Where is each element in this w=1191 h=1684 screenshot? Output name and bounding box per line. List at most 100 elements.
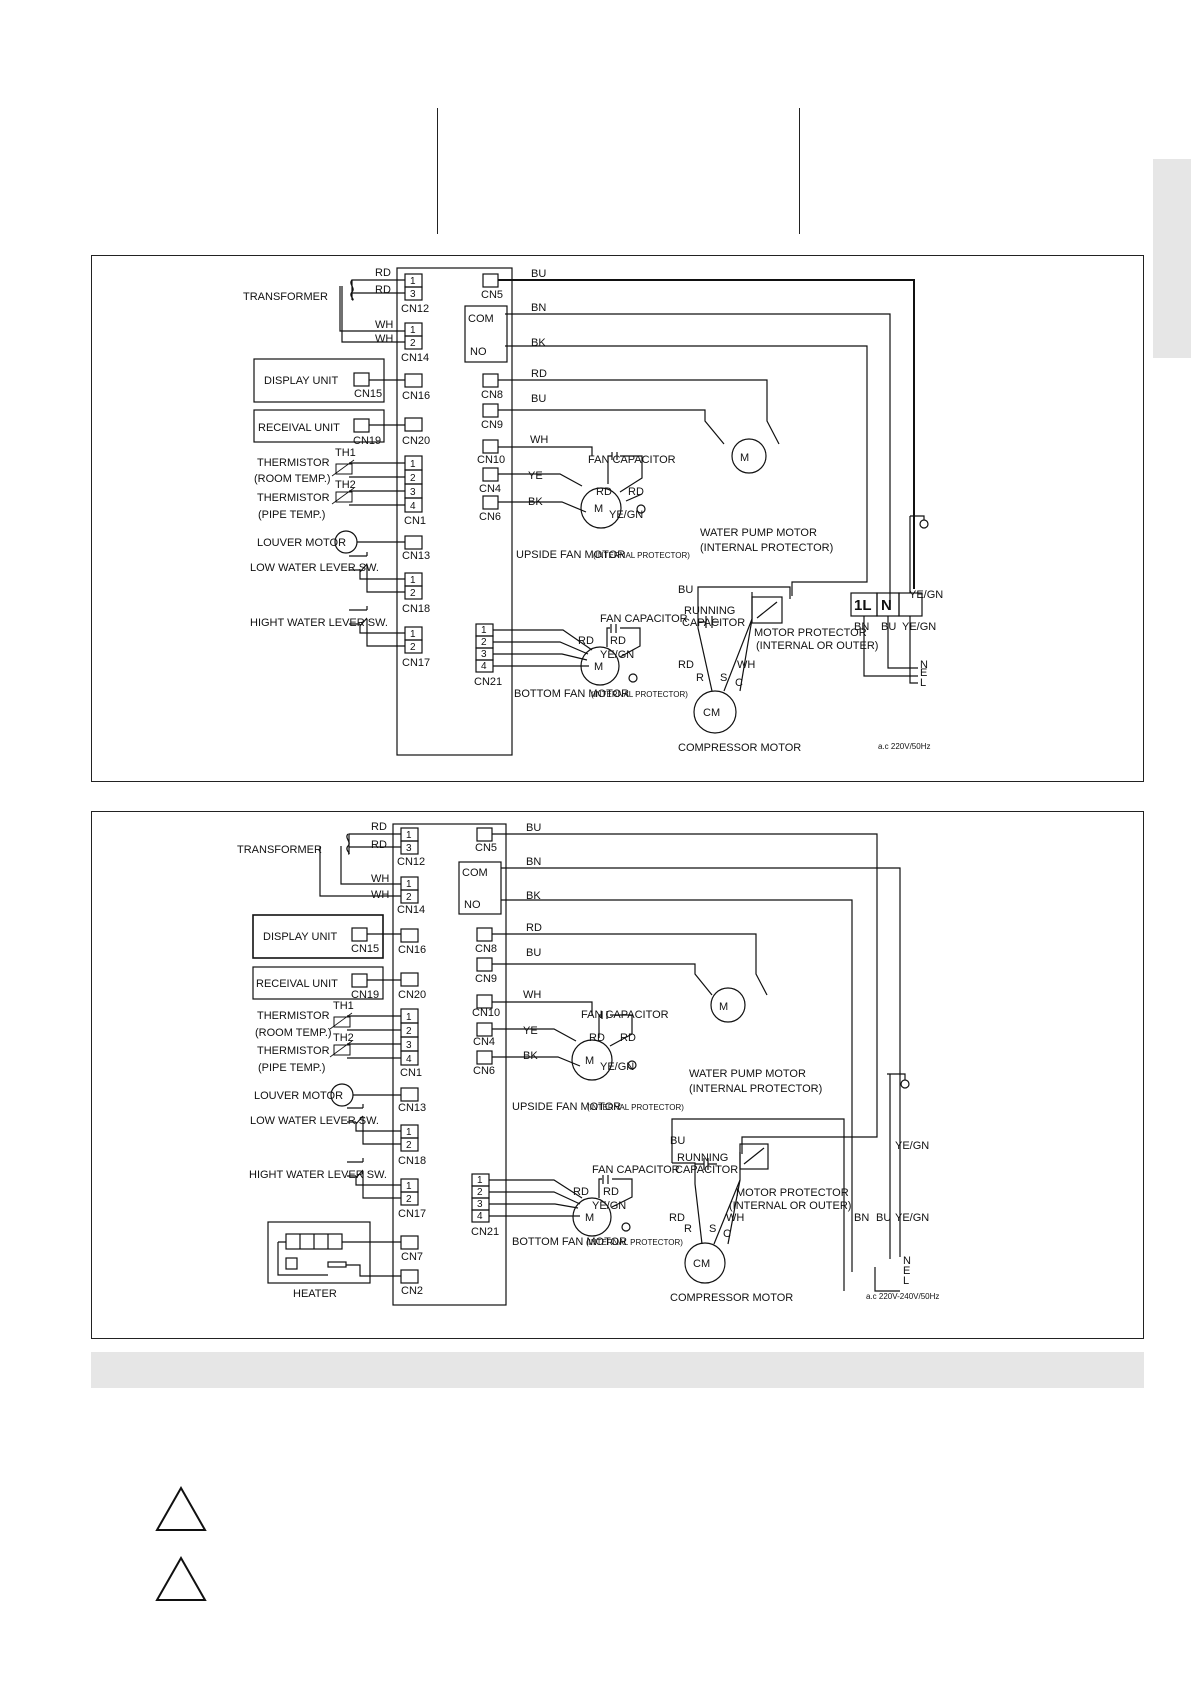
wiring-diagram-1-svg: TRANSFORMER DISPLAY UNIT RECEIVAL UNIT T… (243, 267, 943, 756)
wire-label: YE/GN (592, 1200, 626, 1212)
upside-fan-protector-label: (INTERNAL PROTECTOR) (587, 1103, 684, 1112)
wire-label: BU (678, 584, 693, 596)
wire-label: WH (737, 659, 755, 671)
running-capacitor-label: RUNNING (677, 1152, 728, 1164)
cn8-label: CN8 (481, 389, 503, 401)
water-pump-protector-label: (INTERNAL PROTECTOR) (700, 542, 833, 554)
water-pump-protector-label: (INTERNAL PROTECTOR) (689, 1083, 822, 1095)
cn10-label: CN10 (477, 454, 505, 466)
pin: 1 (406, 830, 412, 841)
compressor-cm: CM (703, 707, 720, 719)
cn2-label: CN2 (401, 1285, 423, 1297)
pin: 3 (410, 289, 416, 300)
wire-label: WH (523, 989, 541, 1001)
pin: 3 (410, 487, 416, 498)
wire-label: WH (530, 434, 548, 446)
cn12-label: CN12 (397, 856, 425, 868)
wiring-diagram-2-svg: TRANSFORMER DISPLAY UNIT RECEIVAL UNIT T… (237, 821, 939, 1306)
section-header-bar (91, 1352, 1144, 1388)
pin: 3 (477, 1199, 483, 1210)
wire-label: YE/GN (600, 1061, 634, 1073)
cn15-label: CN15 (354, 388, 382, 400)
louver-motor-label: LOUVER MOTOR (254, 1090, 343, 1102)
pin: 1 (410, 629, 416, 640)
cn17-label: CN17 (402, 657, 430, 669)
wire-label: WH (375, 319, 393, 331)
pin: 3 (481, 649, 487, 660)
pin: 2 (410, 588, 416, 599)
th2-label: TH2 (335, 479, 356, 491)
water-pump-motor-label: WATER PUMP MOTOR (689, 1068, 806, 1080)
wiring-diagram-2: TRANSFORMER DISPLAY UNIT RECEIVAL UNIT T… (91, 811, 1144, 1339)
wire-label: RD (578, 635, 594, 647)
wire-label: BK (531, 337, 546, 349)
cn14-label: CN14 (401, 352, 429, 364)
transformer-label: TRANSFORMER (237, 844, 322, 856)
wire-label: WH (371, 889, 389, 901)
pin: 3 (406, 843, 412, 854)
wire-label: YE/GN (600, 649, 634, 661)
motor-protector-label: MOTOR PROTECTOR (754, 627, 867, 639)
cn21-label: CN21 (474, 676, 502, 688)
cn1-label: CN1 (400, 1067, 422, 1079)
wire-label: RD (375, 284, 391, 296)
header-divider-left (437, 108, 438, 234)
wire-label: RD (573, 1186, 589, 1198)
pin: 2 (406, 1194, 412, 1205)
motor-protector-label: MOTOR PROTECTOR (736, 1187, 849, 1199)
pin: 2 (406, 892, 412, 903)
wire-label: N (903, 1255, 911, 1267)
relay-no: NO (470, 346, 487, 358)
pin: 4 (406, 1054, 412, 1065)
cn20-label: CN20 (398, 989, 426, 1001)
warning-triangle-icon (155, 1486, 207, 1531)
supply-voltage-label: a.c 220V/50Hz (878, 742, 930, 751)
cn21-label: CN21 (471, 1226, 499, 1238)
pin: 1 (410, 459, 416, 470)
wire-label: BN (854, 621, 869, 633)
pin: 2 (410, 473, 416, 484)
relay-no: NO (464, 899, 481, 911)
th1-label: TH1 (335, 447, 356, 459)
cn18-label: CN18 (402, 603, 430, 615)
cn19-label: CN19 (351, 989, 379, 1001)
cn9-label: CN9 (481, 419, 503, 431)
pin: 1 (410, 325, 416, 336)
wire-label: RD (526, 922, 542, 934)
receival-unit-label: RECEIVAL UNIT (256, 978, 338, 990)
wire-label: RD (603, 1186, 619, 1198)
wire-label: E (903, 1265, 910, 1277)
pin: 1 (406, 1181, 412, 1192)
wire-label: YE/GN (902, 621, 936, 633)
wire-label: WH (726, 1212, 744, 1224)
compressor-motor-label: COMPRESSOR MOTOR (670, 1292, 793, 1304)
bottom-fan-motor-label: BOTTOM FAN MOTOR (512, 1236, 627, 1248)
wire-label: RD (596, 486, 612, 498)
thermistor-pipe-sub: (PIPE TEMP.) (258, 509, 325, 521)
thermistor-room-sub: (ROOM TEMP.) (255, 1027, 332, 1039)
wire-label: BK (528, 496, 543, 508)
wire-label: RD (678, 659, 694, 671)
high-water-switch-label: HIGHT WATER LEVER SW. (250, 617, 388, 629)
wire-label: C (735, 677, 743, 689)
side-tab (1153, 159, 1191, 358)
cn13-label: CN13 (398, 1102, 426, 1114)
cn12-label: CN12 (401, 303, 429, 315)
wire-label: R (696, 672, 704, 684)
upside-fan-m: M (594, 503, 603, 515)
wire-label: R (684, 1223, 692, 1235)
high-water-switch-label: HIGHT WATER LEVER SW. (249, 1169, 387, 1181)
wire-label: RD (669, 1212, 685, 1224)
wire-label: YE (528, 470, 543, 482)
bottom-fan-protector-label: (INTERNAL PROTECTOR) (586, 1238, 683, 1247)
pcb-board (396, 267, 513, 756)
cn14-label: CN14 (397, 904, 425, 916)
terminal-1l: 1L (854, 597, 872, 614)
pin: 2 (481, 637, 487, 648)
fan-capacitor-top-label: FAN CAPACITOR (581, 1009, 669, 1021)
thermistor-room-label: THERMISTOR (257, 457, 330, 469)
wire-label: S (720, 672, 727, 684)
upside-fan-motor-label: UPSIDE FAN MOTOR (512, 1101, 621, 1113)
wire-label: RD (620, 1032, 636, 1044)
pin: 1 (406, 1012, 412, 1023)
